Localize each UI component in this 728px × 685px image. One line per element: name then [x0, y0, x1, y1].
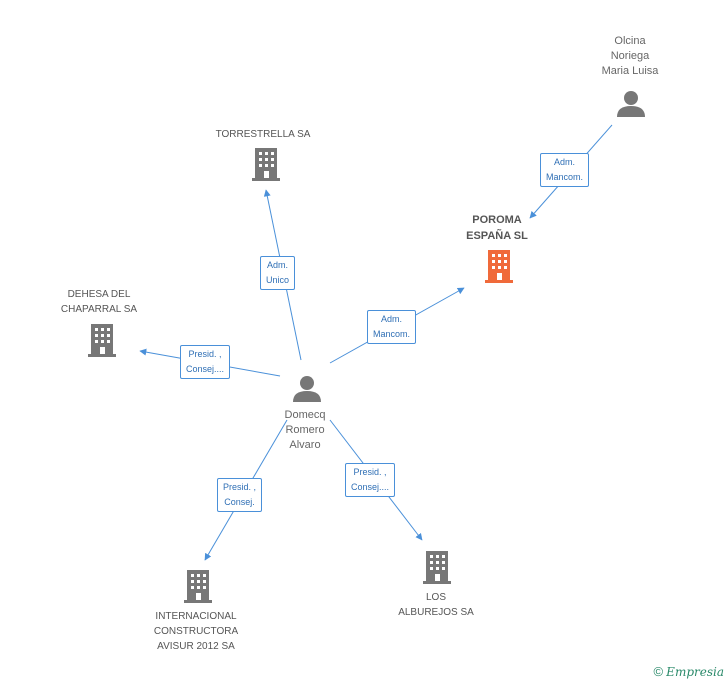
building-icon-torrestrella[interactable] — [252, 148, 280, 181]
node-label-line: ALBUREJOS SA — [398, 607, 474, 618]
copyright-icon: © — [653, 664, 664, 679]
node-label-line: Alvaro — [289, 439, 321, 451]
node-label-line: Olcina — [614, 35, 646, 47]
node-label-line: CHAPARRAL SA — [60, 304, 138, 315]
node-label-line: CONSTRUCTORA — [153, 626, 239, 637]
edge-label-line: Mancom. — [373, 329, 411, 339]
edge-label-line: Adm. — [554, 157, 576, 167]
node-label-line: Maria Luisa — [601, 65, 659, 77]
node-label-olcina[interactable]: Olcina Noriega Maria Luisa — [602, 34, 659, 79]
node-label-line: INTERNACIONAL — [155, 611, 237, 622]
edge-label-line: Presid. , — [223, 482, 257, 492]
node-label-line: POROMA — [472, 214, 522, 226]
edge-label-domecq-alburejos[interactable]: Presid. , Consej.... — [345, 463, 396, 497]
node-label-poroma[interactable]: POROMA ESPAÑA SL — [466, 212, 528, 244]
node-label-internacional[interactable]: INTERNACIONAL CONSTRUCTORA AVISUR 2012 S… — [154, 609, 238, 654]
edge-label-olcina-poroma[interactable]: Adm. Mancom. — [540, 153, 590, 187]
edge-label-line: Consej.... — [186, 364, 225, 374]
edge-label-line: Consej.... — [351, 482, 390, 492]
node-label-alburejos[interactable]: LOS ALBUREJOS SA — [398, 590, 474, 620]
empresia-logo[interactable]: © Empresia — [654, 664, 724, 679]
brand-initial: E — [666, 665, 675, 679]
edge-label-line: Adm. — [381, 314, 403, 324]
node-label-line: TORRESTRELLA SA — [215, 129, 311, 140]
node-label-line: Domecq — [284, 409, 326, 421]
node-label-torrestrella[interactable]: TORRESTRELLA SA — [216, 127, 311, 142]
edge-label-line: Consej. — [224, 497, 255, 507]
person-icon-olcina[interactable] — [617, 91, 645, 117]
person-icon-domecq[interactable] — [293, 376, 321, 402]
edge-label-domecq-torrestrella[interactable]: Adm. Unico — [260, 256, 296, 290]
edge-label-domecq-dehesa[interactable]: Presid. , Consej.... — [180, 345, 231, 379]
edge-label-line: Presid. , — [353, 467, 387, 477]
building-icon-dehesa[interactable] — [88, 324, 116, 357]
node-label-dehesa[interactable]: DEHESA DEL CHAPARRAL SA — [61, 287, 137, 317]
node-label-line: DEHESA DEL — [67, 289, 131, 300]
node-label-line: Romero — [285, 424, 325, 436]
building-icon-poroma[interactable] — [484, 250, 514, 283]
node-label-line: Noriega — [610, 50, 650, 62]
edge-label-line: Mancom. — [546, 172, 584, 182]
node-label-line: LOS — [425, 592, 446, 603]
edge-label-domecq-poroma[interactable]: Adm. Mancom. — [367, 310, 417, 344]
building-icon-alburejos[interactable] — [423, 551, 451, 584]
node-label-line: ESPAÑA SL — [466, 230, 528, 242]
edge-label-line: Presid. , — [188, 349, 222, 359]
building-icon-internacional[interactable] — [184, 570, 212, 603]
edge-label-line: Adm. — [267, 260, 289, 270]
edge-label-domecq-internacional[interactable]: Presid. , Consej. — [217, 478, 263, 512]
edge-label-line: Unico — [266, 275, 290, 285]
node-label-domecq[interactable]: Domecq Romero Alvaro — [285, 408, 326, 453]
brand-name: mpresia — [674, 665, 724, 679]
node-label-line: AVISUR 2012 SA — [157, 641, 235, 652]
